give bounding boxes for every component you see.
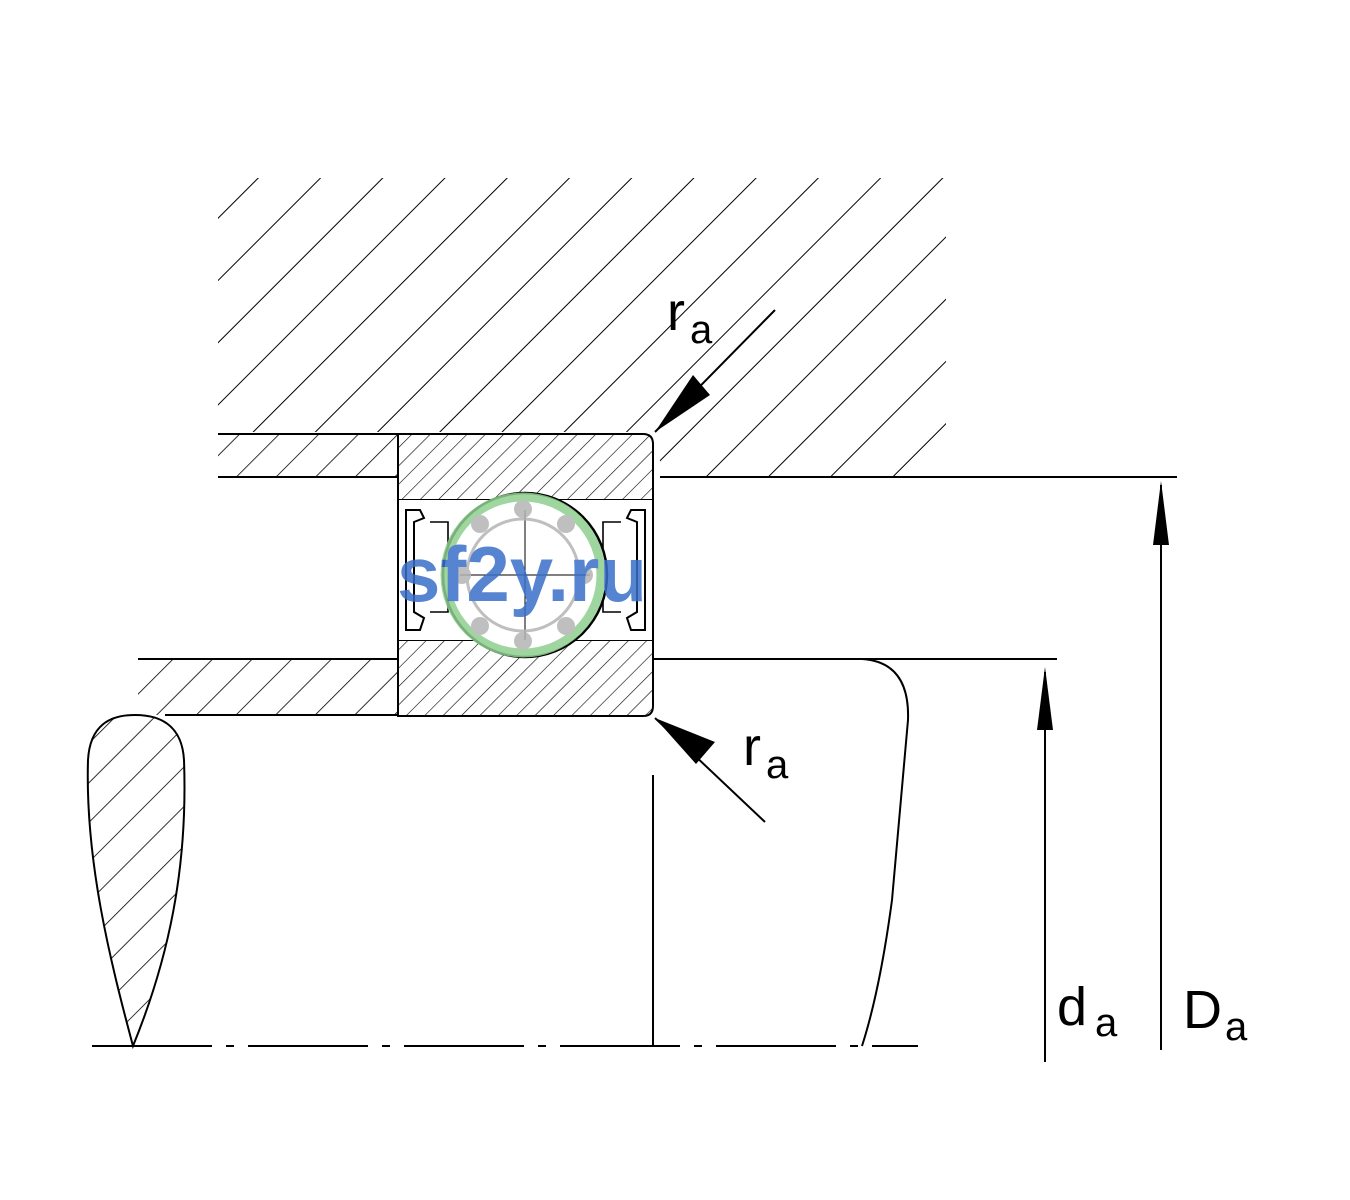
ra-leader-top — [654, 309, 776, 433]
dimension-da — [1037, 667, 1053, 1062]
ra-leader-bottom — [654, 717, 766, 823]
shaft-break-section — [86, 713, 186, 1050]
shaft-body — [652, 658, 1057, 1047]
watermark-text: sf2y.ru — [397, 530, 647, 618]
label-da-sub: a — [1095, 1001, 1118, 1045]
label-ra-bottom: r a — [743, 717, 789, 787]
shaft-shoulder — [138, 658, 398, 716]
bearing-inner-ring — [397, 639, 654, 717]
housing-section — [218, 178, 946, 478]
label-ra-top-main: r — [667, 282, 685, 342]
label-Da-main: D — [1183, 980, 1222, 1040]
housing-shoulder — [218, 433, 398, 478]
label-Da-sub: a — [1225, 1005, 1248, 1049]
label-da-main: d — [1057, 977, 1087, 1037]
label-ra-bottom-main: r — [743, 717, 761, 777]
label-ra-bottom-sub: a — [766, 743, 789, 787]
label-da: d a — [1057, 977, 1118, 1045]
label-ra-top-sub: a — [690, 308, 713, 352]
bearing-outer-ring — [397, 433, 654, 501]
watermark-logo: sf2y.ru — [397, 492, 647, 658]
label-ra-top: r a — [667, 282, 713, 352]
label-Da: D a — [1183, 980, 1248, 1049]
dimension-Da — [946, 476, 1177, 1050]
